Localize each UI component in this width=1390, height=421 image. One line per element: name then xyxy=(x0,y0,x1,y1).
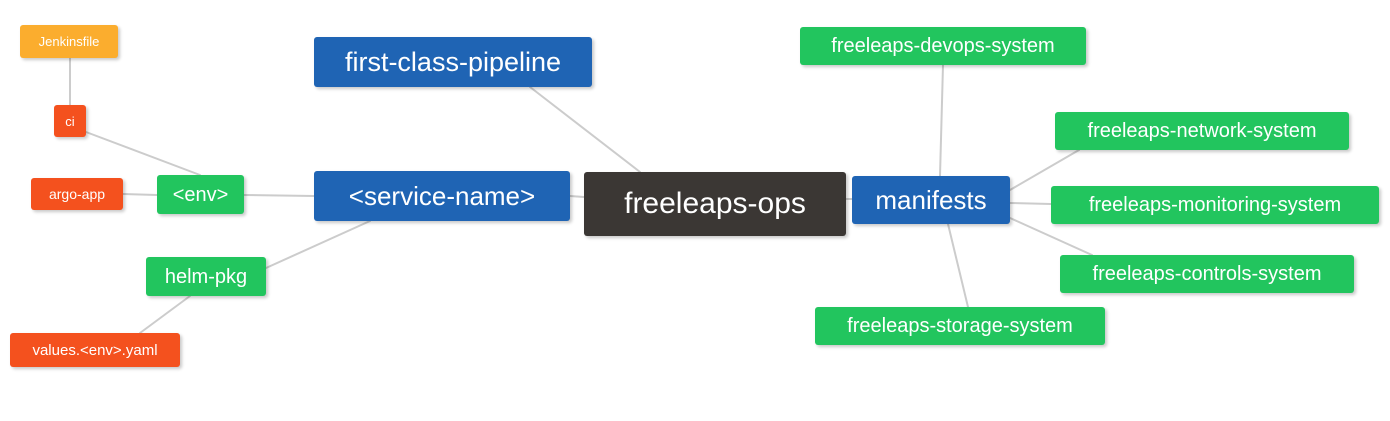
node-helm-pkg[interactable]: helm-pkg xyxy=(146,257,266,296)
node-first-class-pipeline[interactable]: first-class-pipeline xyxy=(314,37,592,87)
node-label-argo-app: argo-app xyxy=(48,186,106,202)
edge-ci-to-env xyxy=(85,131,201,176)
node-jenkinsfile[interactable]: Jenkinsfile xyxy=(20,25,118,58)
node-values-yaml[interactable]: values.<env>.yaml xyxy=(10,333,180,367)
node-label-values-yaml: values.<env>.yaml xyxy=(32,341,158,359)
node-freeleaps-storage-system[interactable]: freeleaps-storage-system xyxy=(815,307,1105,345)
edge-manifests-to-freeleaps-devops-system xyxy=(939,64,944,177)
edge-manifests-to-freeleaps-storage-system xyxy=(947,223,969,308)
node-label-first-class-pipeline: first-class-pipeline xyxy=(344,46,562,77)
node-label-freeleaps-storage-system: freeleaps-storage-system xyxy=(847,315,1073,337)
node-label-manifests: manifests xyxy=(875,185,987,215)
edge-manifests-to-freeleaps-monitoring-system xyxy=(1009,202,1052,205)
node-freeleaps-devops-system[interactable]: freeleaps-devops-system xyxy=(800,27,1086,65)
node-freeleaps-controls-system[interactable]: freeleaps-controls-system xyxy=(1060,255,1354,293)
node-argo-app[interactable]: argo-app xyxy=(31,178,123,210)
edge-first-class-pipeline-to-freeleaps-ops xyxy=(529,86,641,173)
node-freeleaps-ops[interactable]: freeleaps-ops xyxy=(584,172,846,236)
node-env[interactable]: <env> xyxy=(157,175,244,214)
edge-env-to-service-name xyxy=(243,194,315,197)
edge-service-name-to-freeleaps-ops xyxy=(569,195,585,198)
edge-argo-app-to-env xyxy=(122,193,158,196)
node-label-freeleaps-devops-system: freeleaps-devops-system xyxy=(831,35,1055,57)
node-label-freeleaps-network-system: freeleaps-network-system xyxy=(1087,120,1317,142)
edge-manifests-to-freeleaps-network-system xyxy=(1009,149,1080,191)
node-service-name[interactable]: <service-name> xyxy=(314,171,570,221)
edge-values-yaml-to-helm-pkg xyxy=(139,295,191,334)
node-label-service-name: <service-name> xyxy=(348,181,536,211)
node-freeleaps-network-system[interactable]: freeleaps-network-system xyxy=(1055,112,1349,150)
node-label-freeleaps-controls-system: freeleaps-controls-system xyxy=(1092,263,1322,285)
node-label-ci: ci xyxy=(65,113,75,129)
node-label-freeleaps-ops: freeleaps-ops xyxy=(624,187,806,220)
node-label-jenkinsfile: Jenkinsfile xyxy=(38,34,100,49)
node-freeleaps-monitoring-system[interactable]: freeleaps-monitoring-system xyxy=(1051,186,1379,224)
edge-helm-pkg-to-service-name xyxy=(265,220,371,269)
node-ci[interactable]: ci xyxy=(54,105,86,137)
node-label-env: <env> xyxy=(172,183,229,206)
node-label-helm-pkg: helm-pkg xyxy=(164,265,248,288)
node-label-freeleaps-monitoring-system: freeleaps-monitoring-system xyxy=(1088,194,1342,216)
node-manifests[interactable]: manifests xyxy=(852,176,1010,224)
